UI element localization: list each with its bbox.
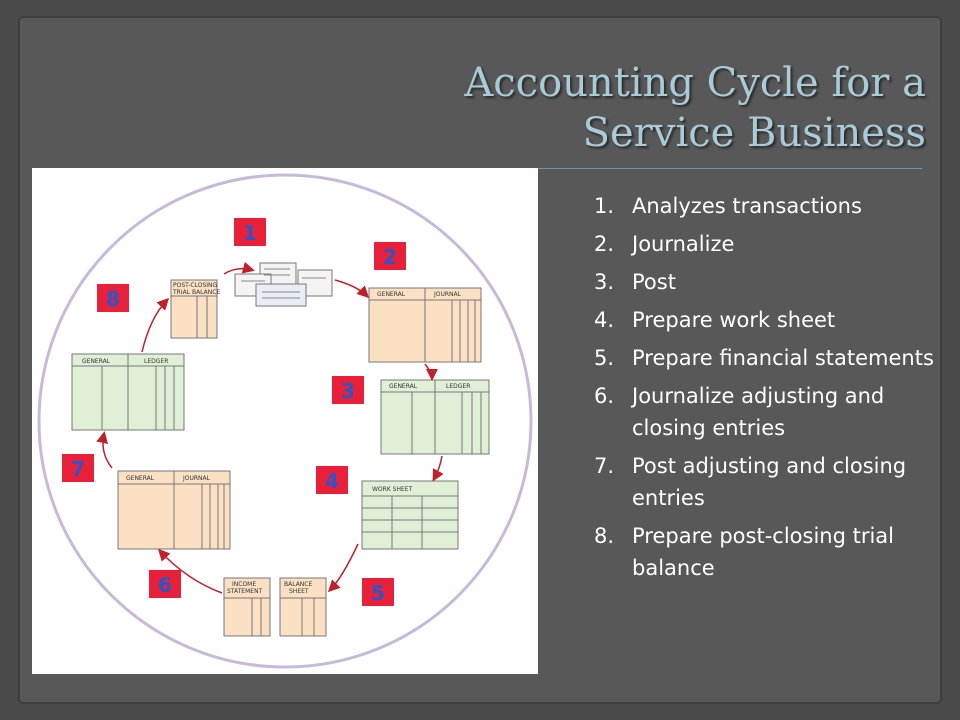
step-text: Post adjusting and closing entries xyxy=(632,454,907,510)
step-text: Prepare post-closing trial balance xyxy=(632,524,895,580)
arrow-2-to-3 xyxy=(424,363,438,381)
step-item: 8. Prepare post-closing trial balance xyxy=(588,520,938,584)
ledger-ledger-label: LEDGER xyxy=(446,383,470,390)
balance-label-1: BALANCE xyxy=(284,581,312,588)
step-item: 7. Post adjusting and closing entries xyxy=(588,450,938,514)
arrow-3-to-4 xyxy=(432,455,444,482)
arrow-5-to-6 xyxy=(157,548,223,594)
title-line-2: Service Business xyxy=(582,110,926,156)
cycle-svg: POST-CLOSING TRIAL BALANCE GENERAL JOURN… xyxy=(37,173,533,669)
post-closing-label-1: POST-CLOSING xyxy=(173,282,218,289)
arrow-6-to-7 xyxy=(96,431,113,469)
steps-list: 1. Analyzes transactions 2. Journalize 3. P… xyxy=(588,190,938,590)
step-item: 5. Prepare financial statements xyxy=(588,342,938,374)
badge-6-label: 6 xyxy=(158,573,172,597)
step-number: 2. xyxy=(594,232,615,256)
cycle-ring xyxy=(37,173,533,669)
accounting-cycle-diagram: POST-CLOSING TRIAL BALANCE GENERAL JOURN… xyxy=(32,168,538,674)
step-number: 6. xyxy=(594,384,615,408)
step-number: 8. xyxy=(594,524,615,548)
journal-general-label: GENERAL xyxy=(377,291,406,298)
step-item: 2. Journalize xyxy=(588,228,938,260)
arrow-4-to-5 xyxy=(327,543,359,593)
step-text: Prepare financial statements xyxy=(632,346,934,370)
badge-1-label: 1 xyxy=(243,221,257,245)
post-closing-trial-balance-icon: POST-CLOSING TRIAL BALANCE xyxy=(170,279,220,339)
arrow-1-to-2 xyxy=(334,279,370,299)
badge-5: 5 xyxy=(362,578,394,606)
slide-title: Accounting Cycle for a Service Business xyxy=(80,58,926,158)
step-text: Journalize adjusting and closing entries xyxy=(632,384,885,440)
ledger2-general-label: GENERAL xyxy=(82,358,111,365)
balance-label-2: SHEET xyxy=(289,588,309,595)
badge-2-label: 2 xyxy=(383,245,397,269)
badge-8-label: 8 xyxy=(106,287,120,311)
badge-7: 7 xyxy=(62,454,94,482)
general-journal-icon: GENERAL JOURNAL xyxy=(368,287,482,363)
badge-3-label: 3 xyxy=(341,379,355,403)
general-journal-closing-icon: GENERAL JOURNAL xyxy=(117,470,231,550)
title-line-1: Accounting Cycle for a xyxy=(464,60,926,106)
arrow-7-to-8 xyxy=(141,297,170,353)
income-label-1: INCOME xyxy=(232,581,256,588)
badge-3: 3 xyxy=(332,376,364,404)
badge-6: 6 xyxy=(149,570,181,598)
general-ledger-closing-icon: GENERAL LEDGER xyxy=(71,353,185,431)
step-text: Post xyxy=(632,270,676,294)
badge-1: 1 xyxy=(234,218,266,246)
step-number: 5. xyxy=(594,346,615,370)
step-number: 7. xyxy=(594,454,615,478)
ledger-general-label: GENERAL xyxy=(389,383,418,390)
step-text: Prepare work sheet xyxy=(632,308,836,332)
journal-journal-label: JOURNAL xyxy=(433,291,462,298)
badge-8: 8 xyxy=(97,284,129,312)
cycle-arrows xyxy=(96,261,444,594)
badge-5-label: 5 xyxy=(371,581,385,605)
badge-4: 4 xyxy=(316,466,348,494)
journal2-journal-label: JOURNAL xyxy=(182,475,211,482)
income-label-2: STATEMENT xyxy=(227,588,263,595)
arrow-8-to-1 xyxy=(223,261,255,275)
step-number: 1. xyxy=(594,194,615,218)
step-text: Analyzes transactions xyxy=(632,194,862,218)
post-closing-label-2: TRIAL BALANCE xyxy=(172,289,220,296)
work-sheet-icon: WORK SHEET xyxy=(361,480,459,550)
step-item: 4. Prepare work sheet xyxy=(588,304,938,336)
step-item: 1. Analyzes transactions xyxy=(588,190,938,222)
badge-4-label: 4 xyxy=(325,469,339,493)
step-item: 6. Journalize adjusting and closing entri… xyxy=(588,380,938,444)
ledger2-ledger-label: LEDGER xyxy=(144,358,168,365)
source-documents-icon xyxy=(234,262,333,307)
step-text: Journalize xyxy=(632,232,735,256)
work-sheet-label: WORK SHEET xyxy=(372,486,413,493)
badge-2: 2 xyxy=(374,242,406,270)
journal2-general-label: GENERAL xyxy=(126,475,155,482)
badge-7-label: 7 xyxy=(71,457,85,481)
step-item: 3. Post xyxy=(588,266,938,298)
financial-statements-icon: INCOME STATEMENT BALANCE SHEET xyxy=(223,577,327,637)
general-ledger-icon: GENERAL LEDGER xyxy=(380,379,490,455)
step-number: 3. xyxy=(594,270,615,294)
step-number: 4. xyxy=(594,308,615,332)
